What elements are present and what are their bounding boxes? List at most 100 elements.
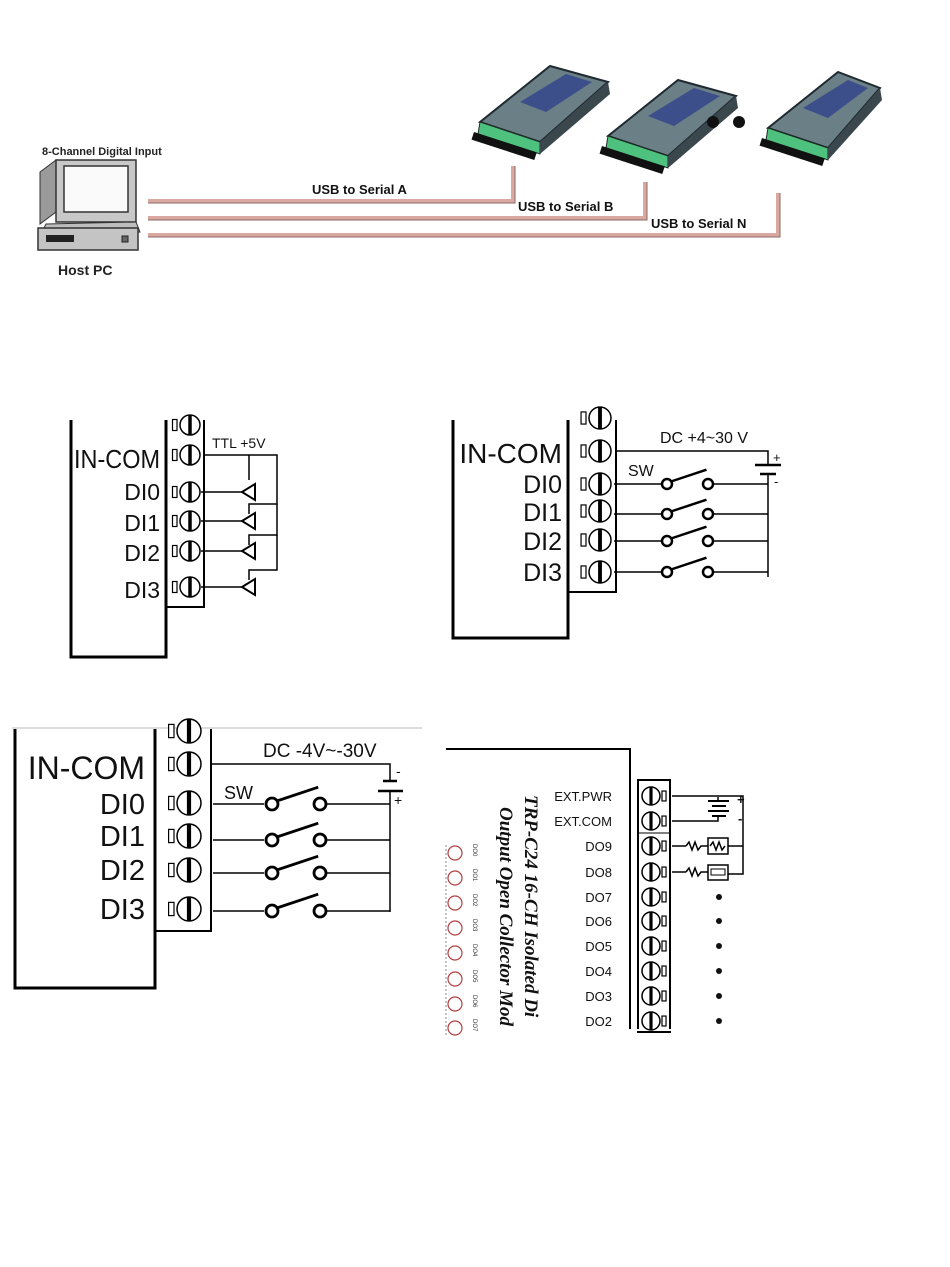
terminal-label: DO4 bbox=[585, 964, 612, 979]
continuation-dot-icon bbox=[716, 968, 722, 974]
switch-group bbox=[213, 785, 390, 919]
dcpos-supply-label: DC +4~30 V bbox=[660, 430, 748, 447]
continuation-dot-icon bbox=[716, 918, 722, 924]
switch-icon bbox=[264, 854, 328, 881]
screw-terminal-icon bbox=[641, 862, 667, 882]
screw-terminal-icon bbox=[580, 472, 612, 496]
led-label: DO1 bbox=[471, 869, 477, 882]
cable-a bbox=[148, 166, 516, 204]
terminal-label: DO3 bbox=[585, 989, 612, 1004]
screw-terminal-icon bbox=[168, 751, 202, 777]
screw-terminal-icon bbox=[171, 576, 201, 598]
switch-icon bbox=[264, 821, 328, 848]
terminal-label: EXT.PWR bbox=[554, 789, 612, 804]
led-label: DO3 bbox=[471, 919, 477, 932]
dcneg-switch-label: SW bbox=[224, 783, 253, 803]
led-label: DO2 bbox=[471, 894, 477, 907]
output-module-panel: TRP-C24 16-CH Isolated Di Output Open Co… bbox=[445, 748, 745, 1036]
led-indicator-icon bbox=[447, 996, 463, 1012]
ttl-di3-label: DI3 bbox=[124, 577, 160, 603]
dcneg-wires bbox=[211, 763, 403, 912]
led-indicator-icon bbox=[447, 870, 463, 886]
screw-terminal-icon bbox=[168, 823, 202, 849]
screw-terminal-icon bbox=[580, 560, 612, 584]
ttl-buffer-icon bbox=[240, 482, 256, 502]
led-indicator-icon bbox=[447, 945, 463, 961]
screw-terminal-icon bbox=[641, 911, 667, 931]
dcpos-battery-plus: + bbox=[773, 450, 781, 465]
output-load-wires bbox=[672, 795, 744, 881]
link-label-b: USB to Serial B bbox=[518, 199, 613, 214]
screw-terminal-icon bbox=[641, 836, 667, 856]
screw-terminal-icon bbox=[641, 936, 667, 956]
dcpos-wires bbox=[616, 450, 781, 577]
link-label-a: USB to Serial A bbox=[312, 182, 407, 197]
cable-n bbox=[148, 193, 781, 238]
terminal-label: DO2 bbox=[585, 1014, 612, 1029]
dcpos-battery-minus: - bbox=[774, 474, 778, 489]
dcneg-di2-label: DI2 bbox=[100, 855, 145, 887]
dcpos-di2-label: DI2 bbox=[523, 528, 562, 556]
ttl-di0-label: DI0 bbox=[124, 479, 160, 505]
screw-terminal-icon bbox=[171, 510, 201, 532]
dcneg-battery-plus: + bbox=[394, 792, 402, 808]
ttl-buffer-icon bbox=[240, 541, 256, 561]
led-label: DO6 bbox=[471, 995, 477, 1008]
dcneg-battery-minus: - bbox=[396, 763, 401, 779]
switch-icon bbox=[264, 785, 328, 812]
terminal-block bbox=[580, 406, 612, 584]
terminal-block bbox=[168, 718, 202, 922]
screw-terminal-icon bbox=[641, 1011, 667, 1031]
dc-negative-panel: IN-COM DI0 DI1 DI2 DI3 DC -4V~-30V SW - … bbox=[12, 718, 422, 990]
topology-section: 8-Channel Digital Input Host PC USB to S… bbox=[37, 64, 882, 278]
screw-terminal-icon bbox=[168, 790, 202, 816]
led-label: DO4 bbox=[471, 944, 477, 957]
terminal-label: DO7 bbox=[585, 890, 612, 905]
ttl-in-com-label: IN-COM bbox=[74, 444, 160, 474]
dcpos-switch-label: SW bbox=[628, 463, 655, 480]
ttl-di1-label: DI1 bbox=[124, 510, 160, 536]
screw-terminal-icon bbox=[641, 887, 667, 907]
screw-terminal-icon bbox=[580, 499, 612, 523]
dcneg-di0-label: DI0 bbox=[100, 789, 145, 821]
ttl-driver-group bbox=[201, 482, 256, 597]
screw-terminal-icon bbox=[171, 540, 201, 562]
host-pc-label: Host PC bbox=[58, 262, 112, 278]
screw-terminal-icon bbox=[171, 414, 201, 436]
led-indicator-icon bbox=[447, 920, 463, 936]
continuation-dot-icon bbox=[716, 1018, 722, 1024]
screw-terminal-icon bbox=[641, 961, 667, 981]
dcneg-in-com-label: IN-COM bbox=[28, 750, 145, 786]
dc-positive-panel: IN-COM DI0 DI1 DI2 DI3 DC +4~30 V SW + - bbox=[451, 406, 781, 640]
switch-icon bbox=[660, 498, 715, 521]
dcneg-di1-label: DI1 bbox=[100, 821, 145, 853]
ttl-wiring-panel: IN-COM DI0 DI1 DI2 DI3 TTL +5V bbox=[69, 414, 278, 659]
dcpos-in-com-label: IN-COM bbox=[459, 438, 562, 469]
dcpos-di0-label: DI0 bbox=[523, 471, 562, 499]
switch-icon bbox=[660, 525, 715, 548]
screw-terminal-icon bbox=[580, 406, 612, 430]
screw-terminal-icon bbox=[168, 718, 202, 744]
dcpos-di1-label: DI1 bbox=[523, 499, 562, 527]
switch-icon bbox=[660, 556, 715, 579]
switch-group bbox=[614, 468, 768, 579]
terminal-label: DO9 bbox=[585, 839, 612, 854]
led-indicator-icon bbox=[447, 895, 463, 911]
converter-device-a-icon bbox=[471, 64, 611, 161]
link-label-n: USB to Serial N bbox=[651, 216, 746, 231]
ellipsis-dot-icon bbox=[733, 116, 745, 128]
terminal-label: DO5 bbox=[585, 939, 612, 954]
dcneg-supply-label: DC -4V~-30V bbox=[263, 741, 377, 762]
ttl-supply-label: TTL +5V bbox=[212, 435, 266, 451]
module-battery-plus: + bbox=[737, 792, 745, 807]
screw-terminal-icon bbox=[641, 786, 667, 806]
terminal-block bbox=[171, 414, 201, 598]
host-caption: 8-Channel Digital Input bbox=[42, 146, 162, 158]
converter-device-n-icon bbox=[759, 70, 882, 167]
led-label: DO7 bbox=[471, 1019, 477, 1032]
switch-icon bbox=[660, 468, 715, 491]
terminal-label: DO8 bbox=[585, 865, 612, 880]
ttl-buffer-icon bbox=[240, 577, 256, 597]
